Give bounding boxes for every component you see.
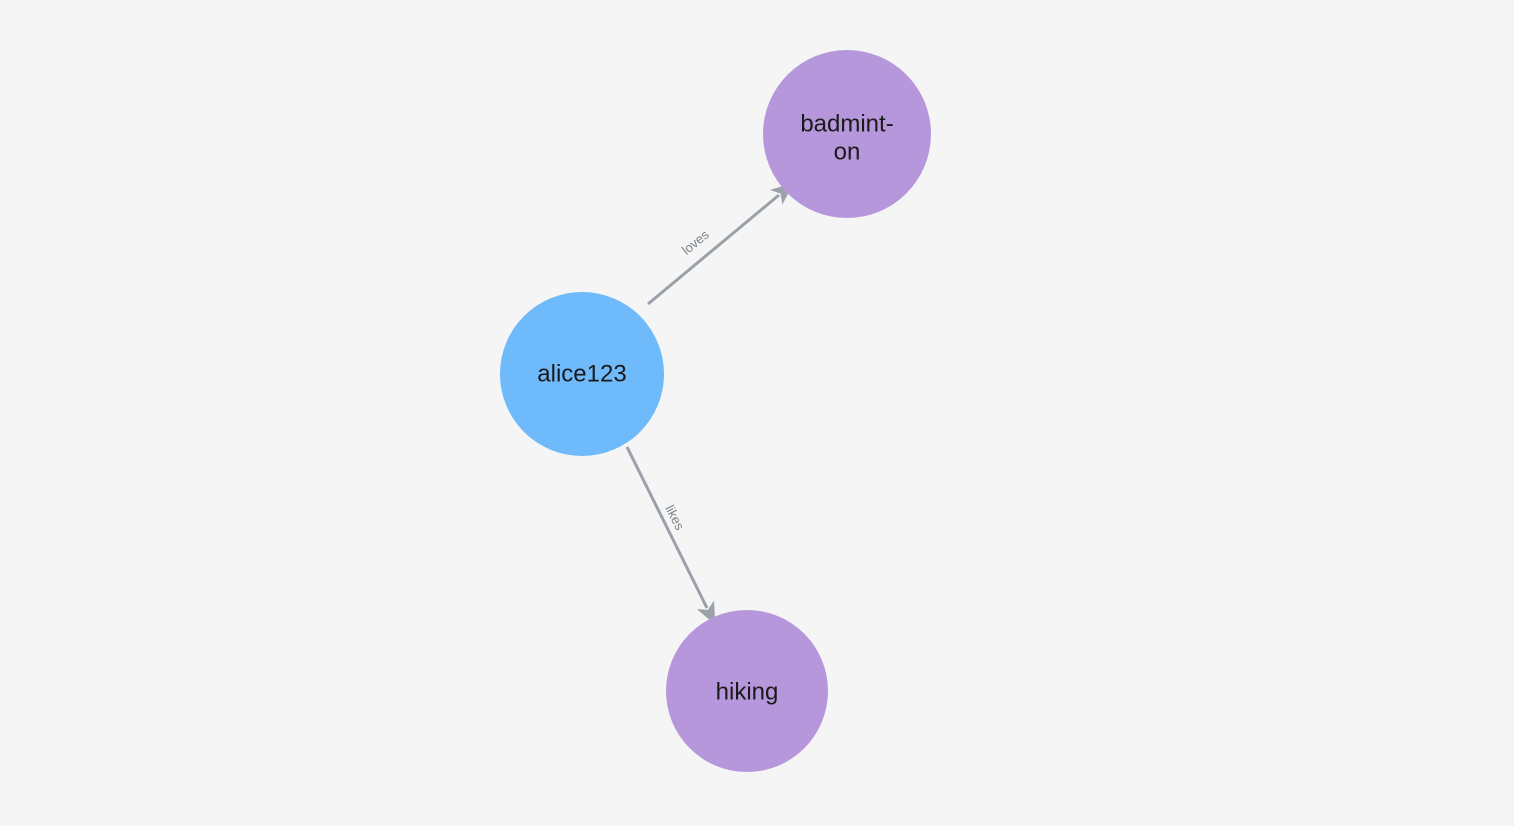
edge-line-loves[interactable] [647, 182, 794, 306]
graph-node-alice123[interactable]: alice123 [500, 292, 664, 456]
edge-line-likes[interactable] [625, 446, 716, 625]
edge-alice123-likes-hiking[interactable]: likes [625, 446, 716, 625]
node-circle-hiking[interactable] [666, 610, 828, 772]
graph-node-hiking[interactable]: hiking [666, 610, 828, 772]
node-circle-alice123[interactable] [500, 292, 664, 456]
graph-node-badminton[interactable]: badmint- on [763, 50, 931, 218]
edge-alice123-loves-badminton[interactable]: loves [647, 182, 794, 306]
nodes-layer: alice123 badmint- on hiking [500, 50, 931, 772]
node-circle-badminton[interactable] [763, 50, 931, 218]
